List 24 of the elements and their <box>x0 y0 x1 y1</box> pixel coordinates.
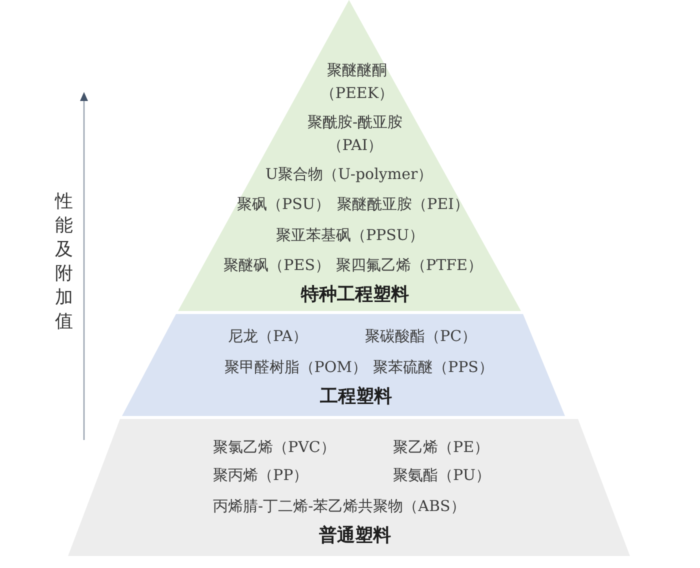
material-label: 聚碳酸酯（PC） <box>365 326 477 346</box>
material-label: 聚苯硫醚（PPS） <box>373 356 494 378</box>
material-label: 聚醚醚酮（PEEK） <box>320 60 394 104</box>
pyramid-tier <box>178 0 521 311</box>
material-label: 聚醚酰亚胺（PEI） <box>337 194 469 214</box>
tier-heading: 普通塑料 <box>319 524 391 548</box>
material-label: 聚亚苯基砜（PPSU） <box>276 224 424 246</box>
material-label: 聚甲醛树脂（POM） <box>224 356 367 378</box>
tier-heading: 工程塑料 <box>320 385 392 409</box>
pyramid-tier <box>122 314 565 416</box>
material-label: 丙烯腈-丁二烯-苯乙烯共聚物（ABS） <box>213 496 466 516</box>
material-label: U聚合物（U-polymer） <box>265 164 433 184</box>
material-label: 聚砜（PSU） <box>236 194 330 214</box>
material-label: 尼龙（PA） <box>228 326 308 346</box>
axis-label: 性能及附加值 <box>55 190 73 334</box>
material-label: 聚丙烯（PP） <box>213 464 308 486</box>
material-label: 聚酰胺-酰亚胺（PAI） <box>306 112 404 156</box>
material-label: 聚氨酯（PU） <box>393 464 490 486</box>
material-label: 聚氯乙烯（PVC） <box>213 436 336 458</box>
material-label: 聚醚砜（PES） <box>224 254 330 276</box>
pyramid-tier <box>68 419 630 556</box>
tier-heading: 特种工程塑料 <box>301 283 409 307</box>
material-label: 聚四氟乙烯（PTFE） <box>336 254 482 276</box>
material-label: 聚乙烯（PE） <box>393 436 490 458</box>
